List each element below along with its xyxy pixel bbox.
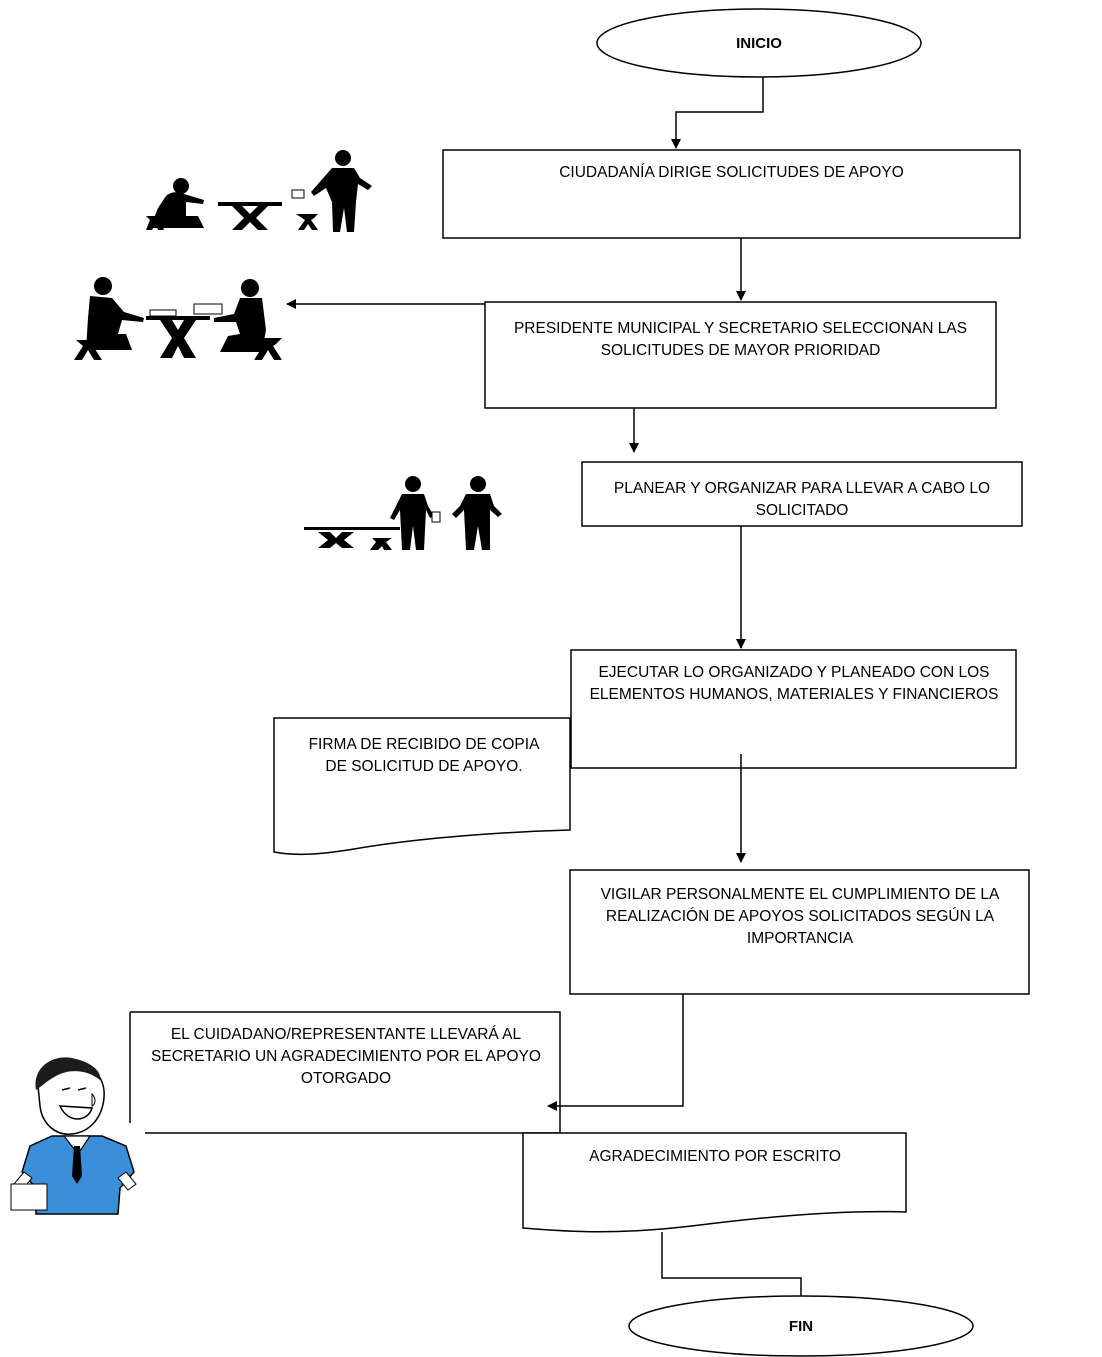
connector-start-to-1 bbox=[671, 77, 764, 149]
start-label: INICIO bbox=[736, 35, 782, 52]
step-text-3: PLANEAR Y ORGANIZAR PARA LLEVAR A CABO L… bbox=[613, 480, 991, 516]
step-box-3 bbox=[581, 461, 1023, 527]
two-people-at-table-icon bbox=[74, 277, 282, 360]
step-text-1: CIUDADANÍA DIRIGE SOLICITUDES DE APOYO bbox=[559, 164, 904, 181]
step-box-1 bbox=[442, 149, 1021, 239]
step-box-4 bbox=[570, 649, 1017, 769]
step-box-6-outline bbox=[130, 1011, 561, 1135]
doc-text-1: FIRMA DE RECIBIDO DE COPIA DE SOLICITUD … bbox=[308, 736, 540, 775]
document-shape-2 bbox=[522, 1132, 907, 1233]
start-terminator bbox=[596, 8, 922, 78]
step-box-5 bbox=[569, 869, 1030, 995]
document-shape-1 bbox=[273, 717, 571, 856]
doc-text-2: AGRADECIMIENTO POR ESCRITO bbox=[589, 1148, 841, 1165]
connector-5-to-6 bbox=[547, 994, 684, 1111]
step-box-2 bbox=[484, 301, 997, 409]
step-text-6: EL CUIDADANO/REPRESENTANTE LLEVARÁ AL SE… bbox=[151, 1026, 541, 1087]
end-label: FIN bbox=[788, 1318, 814, 1335]
connector-doc-to-end bbox=[661, 1232, 802, 1296]
two-standing-people-icon bbox=[304, 476, 502, 550]
smiling-businessman-icon bbox=[10, 1057, 137, 1215]
step-text-2: PRESIDENTE MUNICIPAL Y SECRETARIO SELECC… bbox=[513, 320, 968, 359]
step-text-5: VIGILAR PERSONALMENTE EL CUMPLIMIENTO DE… bbox=[600, 886, 1000, 947]
citizen-at-desk-icon bbox=[146, 150, 372, 232]
step-text-4: EJECUTAR LO ORGANIZADO Y PLANEADO CON LO… bbox=[589, 664, 999, 703]
